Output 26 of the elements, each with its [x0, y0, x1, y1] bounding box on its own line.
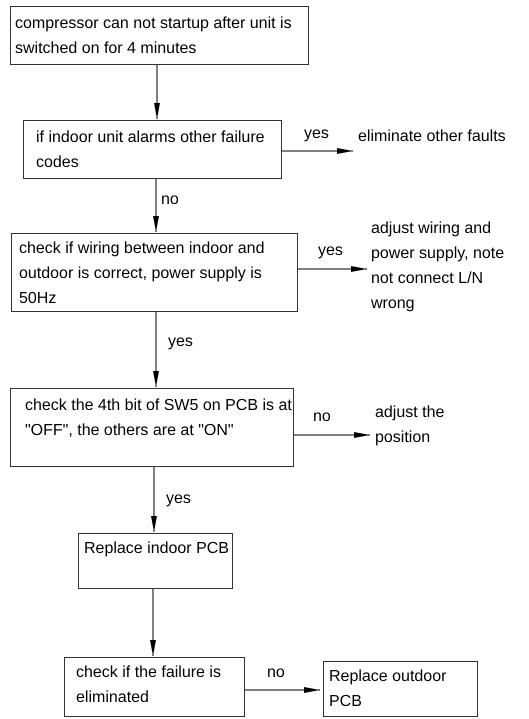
- arrow: [153, 178, 159, 232]
- step-text: if indoor unit alarms other failure codes: [36, 128, 266, 173]
- arrow: [151, 466, 157, 532]
- step-text: Replace outdoor PCB: [329, 667, 448, 712]
- process-box: [10, 388, 294, 467]
- arrow: [150, 588, 156, 656]
- step-text: compressor can not startup after unit is switched on for 4 minutes: [15, 14, 293, 59]
- process-box: [78, 533, 233, 589]
- process-box: [10, 6, 309, 65]
- arrow: [282, 148, 354, 154]
- arrow: [154, 64, 160, 120]
- step-text: check if wiring between indoor and outdoor is correct, power supply is 50Hz: [19, 239, 266, 309]
- arrow: [244, 687, 320, 693]
- step-text: check if the failure is eliminated: [76, 663, 222, 708]
- process-box: [64, 657, 245, 717]
- outcome-text: adjust wiring and power supply, note not connect L/N wrong: [370, 216, 528, 316]
- step-text: Replace indoor PCB: [84, 539, 230, 559]
- step-text: check the 4th bit of SW5 on PCB is at "OFF", the others are at "ON": [25, 396, 293, 441]
- process-box: [23, 120, 282, 179]
- process-box: [11, 233, 298, 312]
- process-box: [323, 661, 478, 717]
- arrow: [153, 310, 159, 388]
- outcome-text: adjust the position: [373, 400, 493, 450]
- arrow: [298, 266, 368, 272]
- outcome-text: eliminate other faults: [356, 124, 506, 174]
- arrow: [294, 432, 370, 438]
